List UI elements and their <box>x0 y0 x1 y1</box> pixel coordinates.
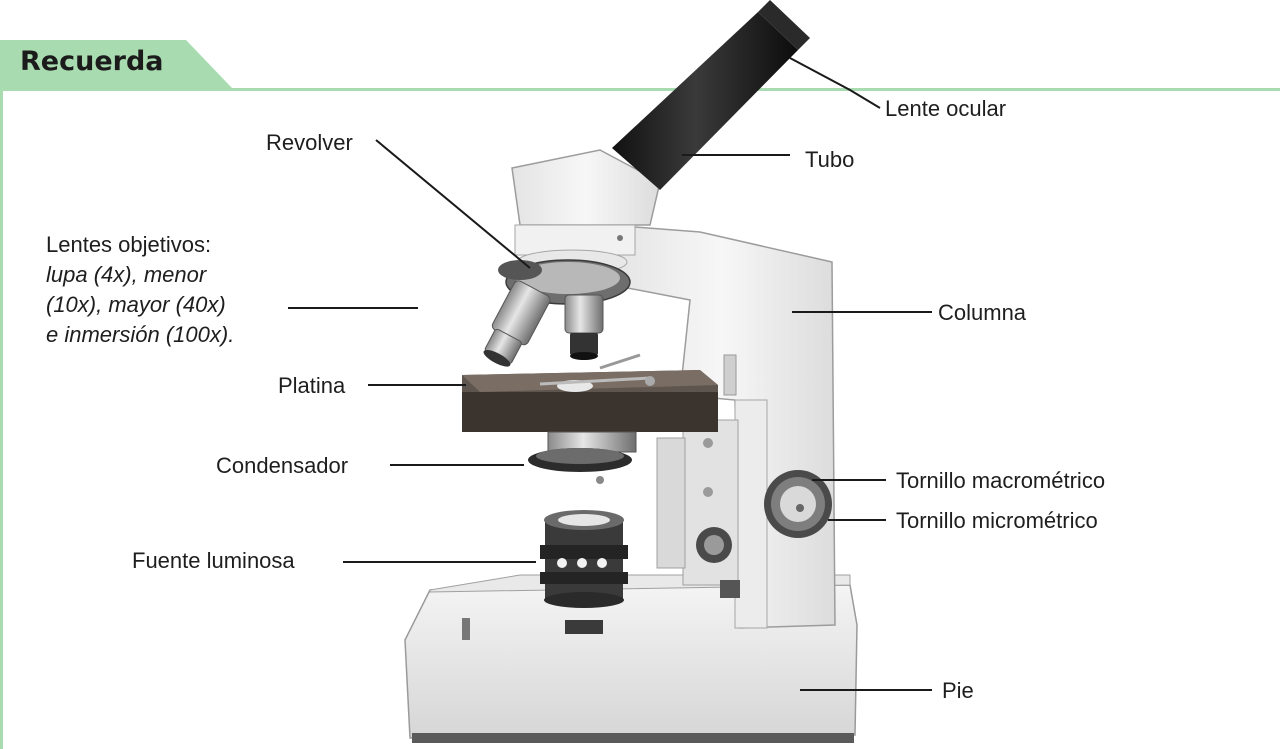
small-knob <box>696 527 732 563</box>
tubo-part <box>612 0 810 190</box>
label-platina: Platina <box>278 371 345 401</box>
lente-ocular-leader <box>790 58 880 108</box>
label-lente-ocular: Lente ocular <box>885 94 1006 124</box>
platina-part <box>462 355 718 432</box>
label-tornillo-macrometrico: Tornillo macrométrico <box>896 466 1105 496</box>
objetivos-title: Lentes objetivos: <box>46 230 234 260</box>
label-tubo: Tubo <box>805 145 854 175</box>
label-condensador: Condensador <box>216 451 348 481</box>
label-pie: Pie <box>942 676 974 706</box>
objetivos-line2: (10x), mayor (40x) <box>46 290 234 320</box>
label-fuente-luminosa: Fuente luminosa <box>132 546 295 576</box>
revolver-leader <box>376 140 530 268</box>
objetivos-line1: lupa (4x), menor <box>46 260 234 290</box>
label-lentes-objetivos: Lentes objetivos: lupa (4x), menor (10x)… <box>46 230 234 350</box>
fuente-part <box>540 510 628 608</box>
label-columna: Columna <box>938 298 1026 328</box>
label-tornillo-micrometrico: Tornillo micrométrico <box>896 506 1098 536</box>
objetivos-line3: e inmersión (100x). <box>46 320 234 350</box>
condensador-part <box>528 432 636 484</box>
label-revolver: Revolver <box>266 128 353 158</box>
